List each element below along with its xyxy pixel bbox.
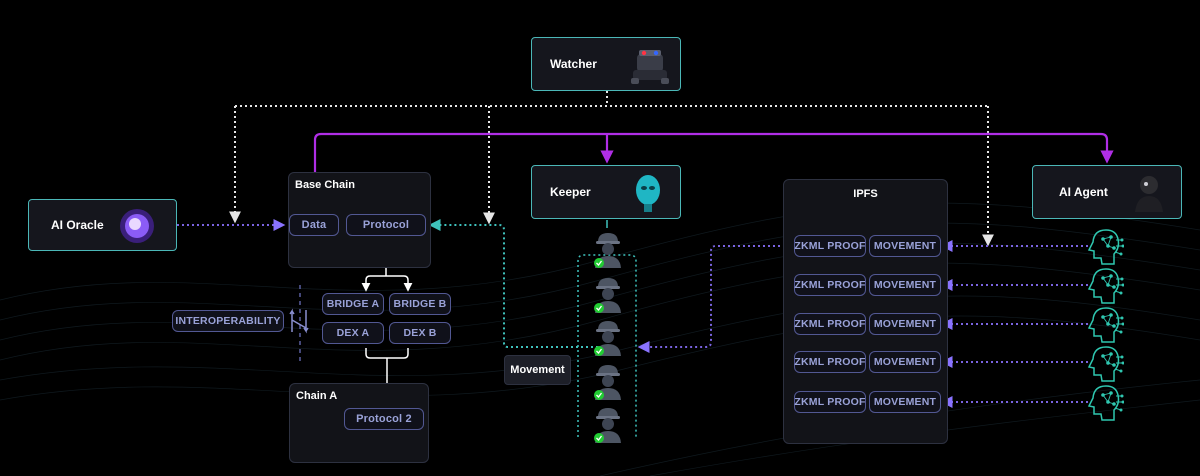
interoperability-icon (289, 308, 309, 334)
zkml-proof-pill[interactable]: ZKML PROOF (794, 313, 866, 335)
interoperability-pill[interactable]: INTEROPERABILITY (172, 310, 284, 332)
agent-to-ipfs-links (940, 240, 1088, 408)
dex-b-pill[interactable]: DEX B (389, 322, 451, 344)
watcher-robot-icon (631, 50, 669, 84)
watcher-links (229, 91, 994, 247)
ai-oracle-label: AI Oracle (51, 218, 104, 232)
bridge-a-pill[interactable]: BRIDGE A (322, 293, 384, 315)
worker-icon (594, 365, 621, 400)
ai-oracle-orb-icon (120, 209, 154, 243)
zkml-proof-pill[interactable]: ZKML PROOF (794, 235, 866, 257)
ai-oracle-card[interactable]: AI Oracle (28, 199, 177, 251)
worker-icon (594, 233, 621, 268)
movement-pill[interactable]: MOVEMENT (869, 235, 941, 257)
dex-a-pill[interactable]: DEX A (322, 322, 384, 344)
workers-to-protocol-link (428, 219, 598, 348)
keeper-label: Keeper (550, 185, 591, 199)
keeper-card[interactable]: Keeper (531, 165, 681, 219)
neural-agent-icon (1087, 346, 1124, 382)
chain-a-title: Chain A (296, 390, 338, 402)
data-pill[interactable]: Data (289, 214, 339, 236)
ipfs-to-workers-link (637, 245, 790, 353)
ai-agent-figure-icon (1135, 176, 1163, 212)
neural-agent-icon (1087, 268, 1124, 304)
neural-agent-icon (1087, 229, 1124, 265)
worker-icon (594, 408, 621, 443)
base-chain-title: Base Chain (295, 179, 355, 191)
zkml-proof-pill[interactable]: ZKML PROOF (794, 391, 866, 413)
ai-agent-label: AI Agent (1059, 185, 1108, 199)
movement-pill[interactable]: MOVEMENT (869, 274, 941, 296)
keeper-face-icon (636, 175, 660, 212)
watcher-label: Watcher (550, 57, 597, 71)
watcher-card[interactable]: Watcher (531, 37, 681, 91)
movement-pill[interactable]: MOVEMENT (869, 391, 941, 413)
neural-agent-icon (1087, 385, 1124, 421)
movement-pill[interactable]: MOVEMENT (869, 351, 941, 373)
worker-icon (594, 278, 621, 313)
zkml-proof-pill[interactable]: ZKML PROOF (794, 274, 866, 296)
movement-pill[interactable]: MOVEMENT (869, 313, 941, 335)
bridge-b-pill[interactable]: BRIDGE B (389, 293, 451, 315)
neural-agent-icon (1087, 307, 1124, 343)
ipfs-title: IPFS (853, 188, 878, 200)
zkml-proof-pill[interactable]: ZKML PROOF (794, 351, 866, 373)
purple-links (313, 132, 1114, 172)
protocol-2-pill[interactable]: Protocol 2 (344, 408, 424, 430)
ai-agent-card[interactable]: AI Agent (1032, 165, 1182, 219)
worker-icon (594, 321, 621, 356)
protocol-pill[interactable]: Protocol (346, 214, 426, 236)
movement-box[interactable]: Movement (504, 355, 571, 385)
